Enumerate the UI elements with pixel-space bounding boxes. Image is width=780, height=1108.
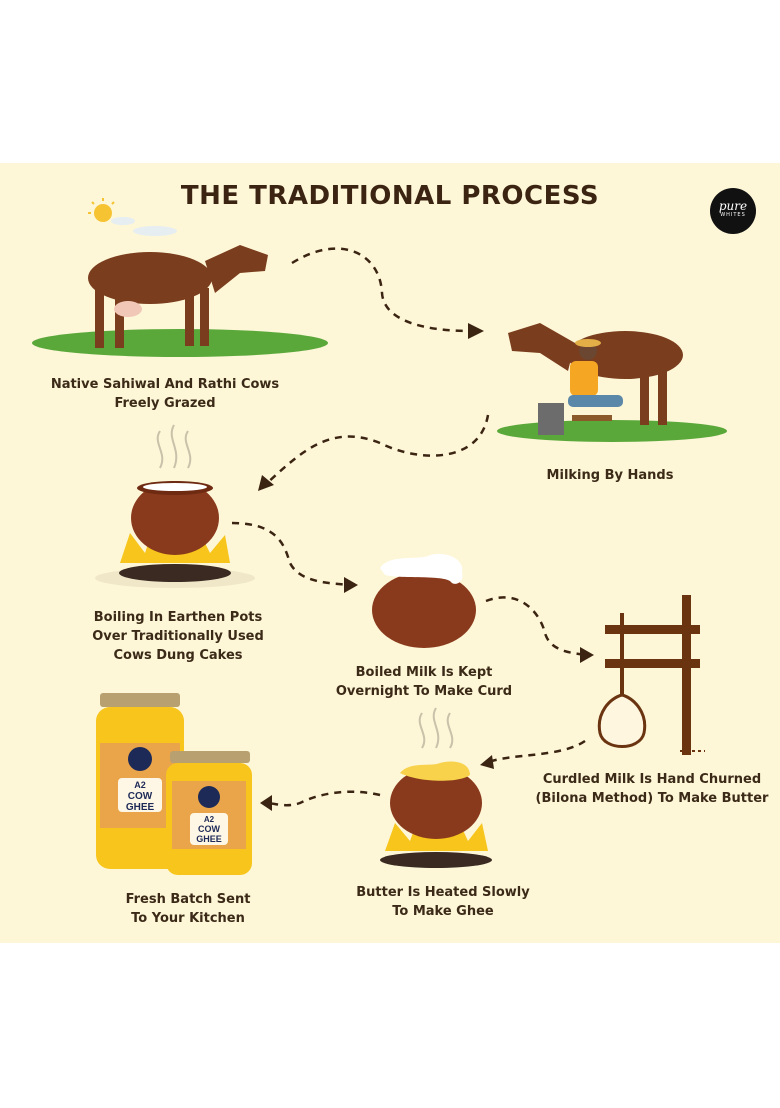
cloud-icon xyxy=(133,226,177,236)
svg-text:A2: A2 xyxy=(204,815,215,824)
arrow-1 xyxy=(291,247,471,333)
ghee-pot xyxy=(390,767,482,839)
jar-label: A2 COW GHEE A2 COW GHEE xyxy=(126,780,222,844)
cow-grazing-illustration xyxy=(88,245,268,348)
dung-cakes xyxy=(380,852,492,868)
ghee-jar-small xyxy=(166,751,252,875)
svg-text:A2: A2 xyxy=(134,780,146,790)
step-caption-milking: Milking By Hands xyxy=(546,468,674,483)
arrowhead-6 xyxy=(260,795,272,811)
svg-text:COW: COW xyxy=(128,791,153,802)
arrow-5 xyxy=(485,739,586,765)
arrowhead-3 xyxy=(344,577,358,593)
arrowhead-2 xyxy=(258,475,274,491)
grass xyxy=(497,420,727,442)
steam-icon xyxy=(156,424,192,469)
step-caption-churning: Curdled Milk Is Hand Churned(Bilona Meth… xyxy=(535,772,769,806)
arrow-6 xyxy=(265,790,381,807)
svg-text:COW: COW xyxy=(198,824,221,834)
arrow-4 xyxy=(485,596,589,657)
page-title: THE TRADITIONAL PROCESS xyxy=(180,181,600,211)
arrowhead-5 xyxy=(480,755,494,769)
earthen-pot xyxy=(131,481,219,555)
arrowhead-4 xyxy=(580,647,594,663)
fire-icon xyxy=(120,523,230,563)
arrowhead-1 xyxy=(468,323,484,339)
curd-pot xyxy=(372,572,476,648)
grass xyxy=(32,329,328,357)
fire-icon xyxy=(385,813,488,851)
illustrations: A2 COW GHEE A2 COW GHEE xyxy=(32,198,727,875)
sun-icon xyxy=(88,198,115,222)
dung-cakes xyxy=(119,564,231,582)
svg-text:GHEE: GHEE xyxy=(196,834,222,844)
infographic-poster: THE TRADITIONAL PROCESS pure WHITES xyxy=(0,163,780,943)
brand-logo: pure WHITES xyxy=(710,188,756,234)
milking-illustration xyxy=(508,323,683,435)
bilona-churn-illustration xyxy=(605,595,700,755)
steam-icon xyxy=(418,707,454,749)
arrow-3 xyxy=(231,521,351,587)
svg-text:GHEE: GHEE xyxy=(126,802,155,813)
arrow-2 xyxy=(264,414,490,486)
